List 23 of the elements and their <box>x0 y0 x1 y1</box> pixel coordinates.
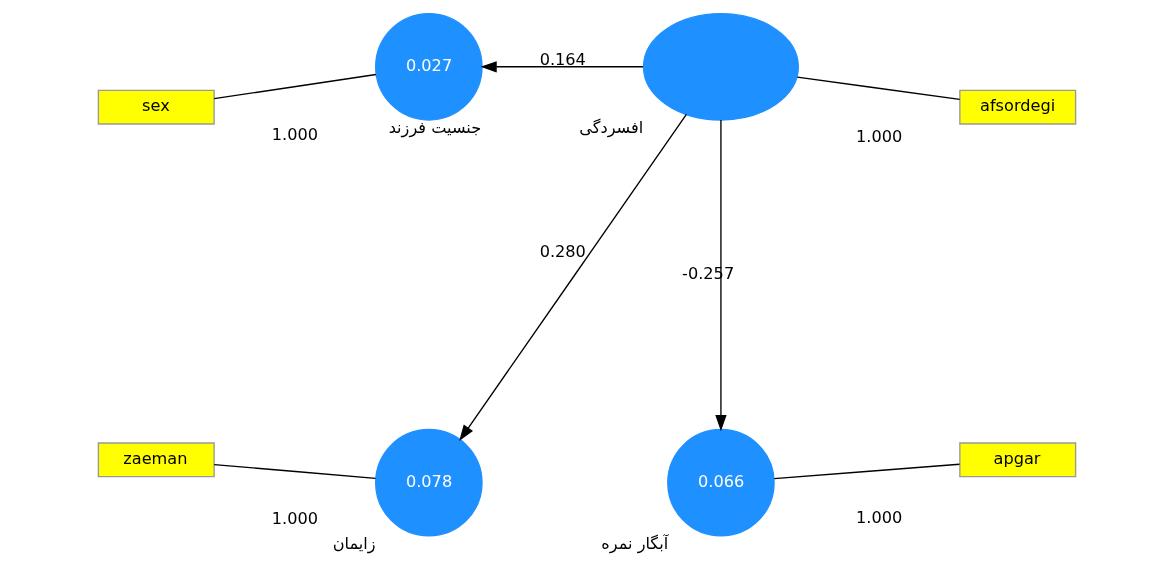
node-label: آبگار نمره <box>600 533 668 553</box>
edge-label: 0.280 <box>539 242 586 262</box>
connector <box>213 463 376 479</box>
connector <box>796 76 960 101</box>
node-circle: 0.027 <box>374 12 483 121</box>
node-box: afsordegi <box>958 89 1076 125</box>
node-box: apgar <box>958 442 1076 478</box>
edge-label: 1.000 <box>855 507 902 527</box>
arrow <box>480 61 644 73</box>
edge-label: 0.164 <box>539 49 586 69</box>
node-box: sex <box>97 89 215 125</box>
node-circle: 0.078 <box>374 428 483 537</box>
edge-label: 1.000 <box>855 126 902 146</box>
node-ellipse <box>642 12 799 121</box>
node-label: زایمان <box>332 533 376 553</box>
edge-label: 1.000 <box>271 508 318 528</box>
arrow <box>714 119 727 432</box>
connector <box>773 463 960 480</box>
node-box: zaeman <box>97 442 215 478</box>
connector <box>213 73 377 100</box>
edge-label: 1.000 <box>271 125 318 145</box>
arrow <box>458 113 687 442</box>
node-label: افسردگی <box>578 117 643 137</box>
